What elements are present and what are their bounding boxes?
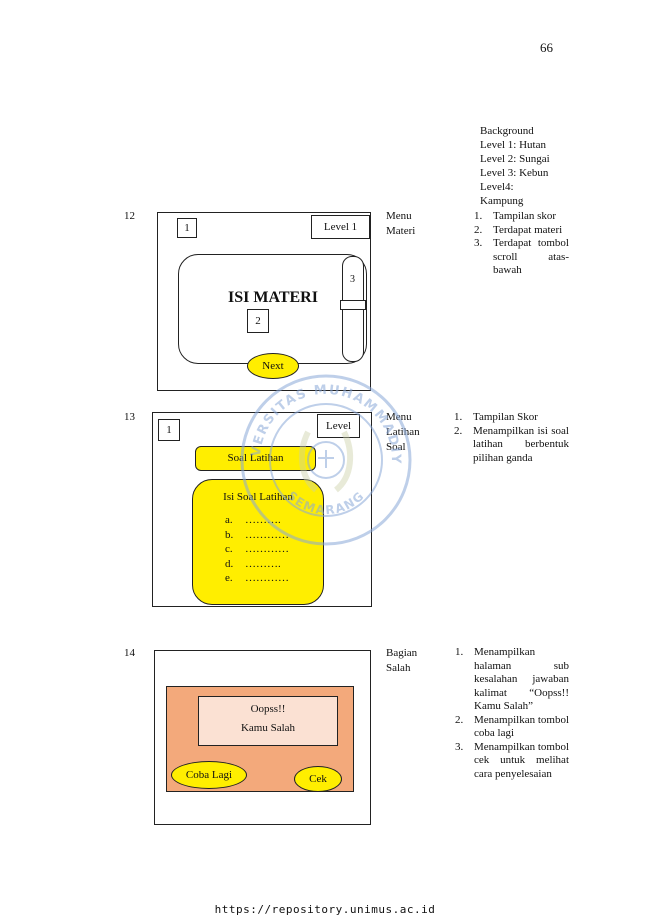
seal-top-text: UNIVERSITAS MUHAMMADIYAH bbox=[238, 372, 402, 464]
row-number: 12 bbox=[124, 210, 135, 222]
university-seal-watermark: UNIVERSITAS MUHAMMADIYAH SEMARANG bbox=[238, 372, 412, 546]
error-title: Oopss!! bbox=[250, 703, 286, 715]
level-box: Level 1 bbox=[311, 215, 370, 239]
label-line: Menu bbox=[386, 210, 412, 222]
list-text: Menampilkan isi soal latihan berbentuk p… bbox=[473, 424, 569, 464]
check-button[interactable]: Cek bbox=[294, 766, 342, 792]
materi-title: ISI MATERI bbox=[228, 289, 318, 306]
background-info: Background Level 1: Hutan Level 2: Sunga… bbox=[480, 124, 570, 208]
list-item: 1. Menampilkan halaman sub kesalahan jawa… bbox=[455, 646, 569, 714]
row-label: Menu Materi bbox=[386, 209, 415, 239]
background-line: Level4: bbox=[480, 181, 514, 193]
feature-list: 1. Tampilan skor 2. Terdapat materi 3. Terd… bbox=[474, 210, 569, 278]
list-item: 1. Tampilan Skor bbox=[454, 411, 569, 425]
option-b[interactable]: b.………… bbox=[225, 528, 289, 541]
feature-list: 1. Tampilan Skor 2. Menampilkan isi soal l… bbox=[454, 411, 569, 465]
list-text: Terdapat materi bbox=[493, 223, 563, 236]
seal-bottom-text: SEMARANG bbox=[285, 488, 366, 517]
option-c[interactable]: c.………… bbox=[225, 543, 289, 555]
retry-button[interactable]: Coba Lagi bbox=[171, 761, 247, 789]
score-box: 1 bbox=[177, 218, 197, 238]
background-line: Level 1: Hutan bbox=[480, 139, 546, 151]
label-line: Salah bbox=[386, 662, 411, 674]
latihan-mockup: 1 Level Soal Latihan Isi Soal Latihan a.… bbox=[152, 412, 372, 607]
background-line: Kampung bbox=[480, 195, 524, 207]
background-line: Level 3: Kebun bbox=[480, 167, 549, 179]
scrollbar-thumb[interactable] bbox=[340, 300, 366, 310]
error-message-box: Oopss!! Kamu Salah bbox=[198, 696, 338, 746]
label-line: Latihan bbox=[386, 426, 420, 438]
level-box: Level bbox=[317, 414, 360, 438]
list-text: Menampilkan tombol coba lagi bbox=[474, 713, 570, 740]
error-subtitle: Kamu Salah bbox=[240, 722, 296, 734]
option-e[interactable]: e.………… bbox=[225, 572, 289, 584]
label-line: Materi bbox=[386, 225, 416, 237]
svg-text:SEMARANG: SEMARANG bbox=[285, 488, 368, 517]
list-number: 1. bbox=[454, 411, 463, 423]
list-text: Menampilkan tombol cek untuk melihat car… bbox=[474, 740, 570, 780]
material-box: 2 bbox=[247, 309, 269, 333]
error-panel: Oopss!! Kamu Salah Coba Lagi Cek bbox=[166, 686, 354, 792]
svg-text:UNIVERSITAS MUHAMMADIYAH: UNIVERSITAS MUHAMMADIYAH bbox=[238, 372, 403, 464]
list-item: 3. Terdapat tombol scroll atas-bawah bbox=[474, 237, 569, 278]
list-item: 1. Tampilan skor bbox=[474, 210, 569, 224]
list-item: 2. Terdapat materi bbox=[474, 224, 569, 238]
list-number: 2. bbox=[454, 424, 463, 437]
list-item: 2. Menampilkan isi soal latihan berbentuk… bbox=[454, 425, 569, 466]
score-box: 1 bbox=[158, 419, 180, 441]
footer-url[interactable]: https://repository.unimus.ac.id bbox=[214, 903, 436, 916]
question-panel: Isi Soal Latihan a.………. b.………… c.………… d.… bbox=[192, 479, 324, 605]
label-line: Soal bbox=[386, 441, 406, 453]
next-button[interactable]: Next bbox=[247, 353, 299, 379]
list-item: 2. Menampilkan tombol coba lagi bbox=[455, 714, 569, 741]
list-number: 3. bbox=[474, 237, 483, 249]
question-title: Isi Soal Latihan bbox=[223, 491, 293, 503]
content-panel bbox=[178, 254, 367, 364]
list-number: 2. bbox=[455, 713, 464, 726]
list-number: 3. bbox=[455, 740, 464, 753]
salah-mockup: Oopss!! Kamu Salah Coba Lagi Cek bbox=[154, 650, 371, 825]
list-number: 1. bbox=[455, 646, 464, 658]
list-text: Terdapat tombol scroll atas-bawah bbox=[493, 237, 569, 276]
option-d[interactable]: d.………. bbox=[225, 557, 281, 570]
page-number: 66 bbox=[540, 40, 553, 55]
feature-list: 1. Menampilkan halaman sub kesalahan jawa… bbox=[455, 646, 569, 781]
list-number: 1. bbox=[474, 210, 483, 222]
list-text: Tampilan Skor bbox=[473, 411, 538, 423]
row-number: 13 bbox=[124, 411, 135, 423]
row-label: Bagian Salah bbox=[386, 646, 417, 676]
background-line: Level 2: Sungai bbox=[480, 153, 550, 165]
list-text: Menampilkan halaman sub kesalahan jawaba… bbox=[474, 646, 569, 712]
list-text: Tampilan skor bbox=[493, 210, 557, 222]
scroll-label: 3 bbox=[350, 274, 355, 285]
list-number: 2. bbox=[474, 223, 483, 236]
materi-mockup: 1 Level 1 ISI MATERI 2 3 Next bbox=[157, 212, 371, 391]
background-line: Background bbox=[480, 125, 534, 137]
row-number: 14 bbox=[124, 647, 135, 659]
label-line: Bagian bbox=[386, 647, 418, 659]
row-label: Menu Latihan Soal bbox=[386, 410, 420, 455]
list-item: 3. Menampilkan tombol cek untuk melihat c… bbox=[455, 741, 569, 782]
